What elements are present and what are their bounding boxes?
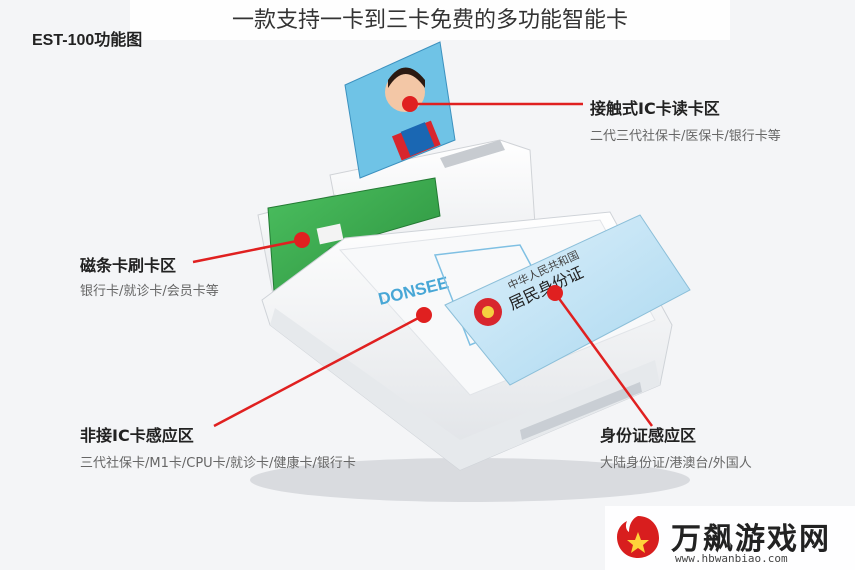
watermark: 万飙游戏网 www.hbwanbiao.com: [605, 506, 855, 570]
id-card: 中华人民共和国 居民身份证: [444, 214, 691, 386]
device-front-slot: [520, 382, 642, 440]
magstripe-card: [267, 177, 441, 307]
callout-contactless-title: 非接IC卡感应区: [80, 426, 194, 445]
marker-contactless: [416, 307, 432, 323]
card-slot: [440, 140, 505, 168]
page-title: 一款支持一卡到三卡免费的多功能智能卡: [130, 0, 730, 40]
marker-contact-ic: [402, 96, 418, 112]
watermark-logo-icon: [617, 516, 659, 558]
marker-magstripe: [294, 232, 310, 248]
model-label: EST-100功能图: [32, 32, 143, 49]
callout-magstripe-subtitle: 银行卡/就诊卡/会员卡等: [80, 284, 219, 299]
callout-markers: [294, 96, 563, 323]
callout-id-card-subtitle: 大陆身份证/港澳台/外国人: [600, 456, 752, 471]
watermark-name: 万飙游戏网: [671, 522, 831, 557]
callout-magstripe-title: 磁条卡刷卡区: [80, 256, 177, 275]
callout-id-card-title: 身份证感应区: [600, 426, 697, 445]
callout-lines: [192, 102, 654, 428]
callout-contact-ic-title: 接触式IC卡读卡区: [590, 99, 720, 118]
device-shadow: [250, 458, 690, 502]
callout-contact-ic-subtitle: 二代三代社保卡/医保卡/银行卡等: [590, 129, 781, 144]
callout-contactless-subtitle: 三代社保卡/M1卡/CPU卡/就诊卡/健康卡/银行卡: [80, 456, 356, 471]
marker-id-card: [547, 285, 563, 301]
watermark-url: www.hbwanbiao.com: [675, 552, 788, 565]
